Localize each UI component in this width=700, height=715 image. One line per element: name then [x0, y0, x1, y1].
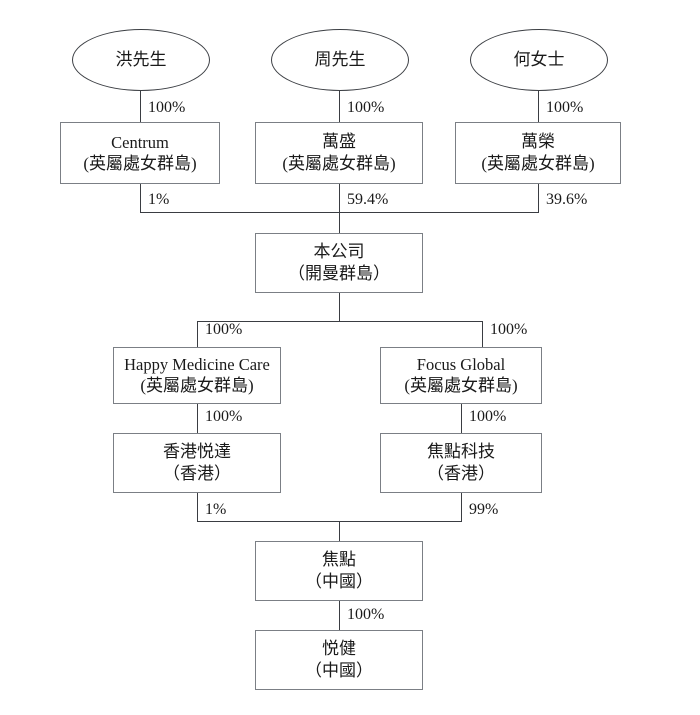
- edge-zhou-wansheng: [339, 91, 340, 122]
- node-label-primary: 香港悦達: [163, 442, 231, 462]
- node-label-primary: Focus Global: [416, 355, 506, 375]
- edge-label-he-wanrong: 100%: [544, 99, 586, 116]
- node-label-jurisdiction: (英屬處女群島): [282, 154, 396, 173]
- edge-he-wanrong: [538, 91, 539, 122]
- edge-label-focustech-focuscn: 99%: [467, 501, 501, 518]
- edge-label-company-happy: 100%: [203, 321, 245, 338]
- edge-hkyueda-bus: [197, 493, 198, 521]
- node-label-primary: 萬盛: [322, 132, 356, 152]
- node-label-jurisdiction: （香港）: [427, 464, 495, 483]
- node-shareholder-zhou: 周先生: [271, 29, 409, 91]
- node-yuejian: 悦健 （中國）: [255, 630, 423, 690]
- node-label-jurisdiction: （中國）: [305, 572, 373, 591]
- node-label-jurisdiction: (英屬處女群島): [404, 376, 518, 396]
- node-label-primary: 本公司: [313, 242, 365, 262]
- edge-label-wanrong-company: 39.6%: [544, 191, 590, 208]
- edge-bus-drop-focuscn: [339, 521, 340, 541]
- node-label-primary: Centrum: [111, 132, 169, 152]
- node-focus-cn: 焦點 （中國）: [255, 541, 423, 601]
- edge-focuscn-yuejian: [339, 601, 340, 630]
- node-label-primary: 何女士: [513, 50, 565, 70]
- node-happy-medicine-care: Happy Medicine Care (英屬處女群島): [113, 347, 281, 404]
- node-label-primary: 萬榮: [521, 132, 555, 152]
- node-focus-global: Focus Global (英屬處女群島): [380, 347, 542, 404]
- node-wanrong: 萬榮 (英屬處女群島): [455, 122, 621, 184]
- edge-label-happy-hkyueda: 100%: [203, 408, 245, 425]
- node-label-jurisdiction: (英屬處女群島): [140, 376, 254, 396]
- edge-focusglobal-focustech: [461, 404, 462, 433]
- edge-label-centrum-company: 1%: [146, 191, 172, 208]
- node-label-primary: 周先生: [314, 50, 366, 70]
- node-shareholder-he: 何女士: [470, 29, 608, 91]
- node-wansheng: 萬盛 (英屬處女群島): [255, 122, 423, 184]
- node-label-primary: 焦點科技: [427, 442, 495, 462]
- edge-label-zhou-wansheng: 100%: [345, 99, 387, 116]
- edge-happy-hkyueda: [197, 404, 198, 433]
- node-label-jurisdiction: （中國）: [305, 661, 373, 680]
- edge-focustech-bus: [461, 493, 462, 521]
- edge-centrum-bus: [140, 184, 141, 212]
- node-label-primary: 悦健: [322, 639, 356, 659]
- node-label-primary: Happy Medicine Care: [124, 355, 270, 375]
- node-label-jurisdiction: （香港）: [163, 464, 231, 483]
- edge-bus-tier4: [197, 321, 482, 322]
- node-label-jurisdiction: (英屬處女群島): [481, 154, 595, 173]
- edge-bus-focuscn: [197, 521, 462, 522]
- edge-wanrong-bus: [538, 184, 539, 212]
- edge-wansheng-bus: [339, 184, 340, 212]
- node-label-primary: 焦點: [322, 550, 356, 570]
- edge-bus-company: [339, 212, 340, 233]
- node-label-jurisdiction: (英屬處女群島): [83, 153, 197, 173]
- edge-label-company-focus-global: 100%: [488, 321, 530, 338]
- node-hk-yueda: 香港悦達 （香港）: [113, 433, 281, 493]
- node-focus-tech: 焦點科技 （香港）: [380, 433, 542, 493]
- edge-hong-centrum: [140, 91, 141, 122]
- node-label-jurisdiction: （開曼群島）: [288, 264, 390, 283]
- node-centrum: Centrum (英屬處女群島): [60, 122, 220, 184]
- node-company: 本公司 （開曼群島）: [255, 233, 423, 293]
- node-shareholder-hong: 洪先生: [72, 29, 210, 91]
- edge-label-hkyueda-focuscn: 1%: [203, 501, 229, 518]
- edge-label-focuscn-yuejian: 100%: [345, 606, 387, 623]
- edge-label-hong-centrum: 100%: [146, 99, 188, 116]
- edge-label-focusglobal-focustech: 100%: [467, 408, 509, 425]
- edge-company-focus-global: [482, 321, 483, 347]
- edge-company-happy: [197, 321, 198, 347]
- edge-company-bus: [339, 293, 340, 321]
- edge-label-wansheng-company: 59.4%: [345, 191, 391, 208]
- node-label-primary: 洪先生: [115, 50, 167, 70]
